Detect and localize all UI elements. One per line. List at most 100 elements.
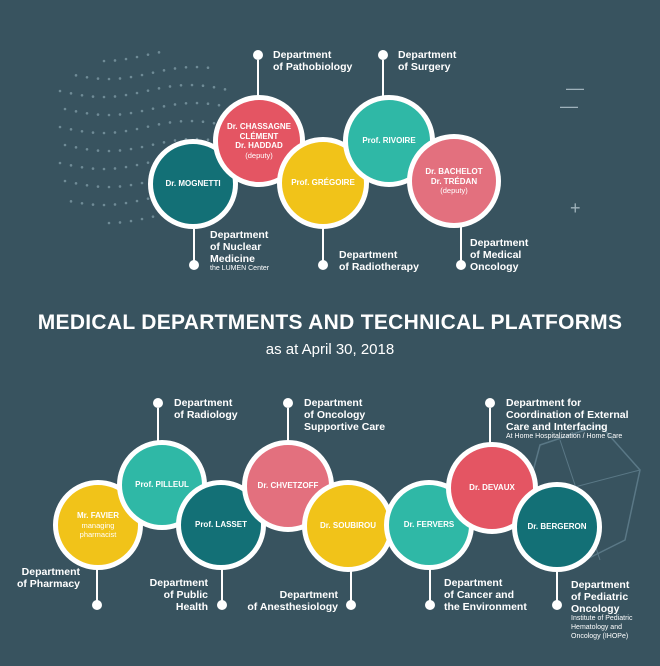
node-bergeron: Dr. BERGERON xyxy=(512,482,602,572)
decor-dot xyxy=(102,95,106,99)
decor-dot xyxy=(129,219,133,223)
dept-label-cancer-environment: Department of Cancer and the Environment xyxy=(444,577,527,614)
decor-dot xyxy=(223,88,227,91)
person-name: Dr. MOGNETTI xyxy=(165,179,221,189)
decor-dot xyxy=(91,167,95,170)
decor-dot xyxy=(63,143,67,147)
dept-label-nuclear-medicine: Department of Nuclear Medicine the LUMEN… xyxy=(210,229,270,273)
connector-line xyxy=(489,408,491,452)
decor-dot xyxy=(184,101,188,105)
decor-dot xyxy=(168,85,172,88)
connector-line xyxy=(429,566,431,606)
decor-dot xyxy=(146,53,150,56)
decor-dot xyxy=(96,113,100,116)
connector-dot xyxy=(253,50,263,60)
dept-label-pharmacy: Department of Pharmacy xyxy=(16,566,80,591)
decor-dot xyxy=(107,221,111,225)
decor-dot xyxy=(74,110,78,113)
decor-dot xyxy=(201,84,205,87)
connector-dot xyxy=(318,260,328,270)
decor-dot xyxy=(80,166,84,169)
decor-dot xyxy=(124,129,128,133)
decor-dot xyxy=(63,107,67,111)
decor-dot xyxy=(96,149,100,152)
person-name: Dr. CHASSAGNE xyxy=(226,122,291,132)
decor-dot xyxy=(107,113,111,117)
connector-dot xyxy=(346,600,356,610)
decor-dot xyxy=(113,131,117,134)
decor-dot xyxy=(69,164,73,167)
decor-dot xyxy=(80,94,84,97)
decor-dot xyxy=(91,95,95,98)
decor-dot xyxy=(118,77,122,80)
decor-dot xyxy=(151,143,155,146)
connector-line xyxy=(382,60,384,100)
dept-label-public-health: Department of Public Health xyxy=(149,577,208,614)
dept-label-anesthesiology: Department of Anesthesiology xyxy=(247,589,338,614)
decor-dot xyxy=(118,149,122,152)
decor-dot xyxy=(118,221,122,224)
decor-dot xyxy=(135,163,139,167)
connector-line xyxy=(287,408,289,450)
decor-dot xyxy=(146,161,150,164)
decor-dot xyxy=(69,200,73,203)
decor-dot xyxy=(102,131,106,135)
decor-dot xyxy=(179,119,183,123)
decor-dot xyxy=(91,131,95,134)
person-name: Dr. CHVETZOFF xyxy=(257,481,319,491)
decor-dot xyxy=(168,121,172,124)
plus-icon: + xyxy=(570,198,581,218)
decor-dot xyxy=(135,91,139,95)
decor-dot xyxy=(129,183,133,187)
decor-dot xyxy=(124,201,128,205)
connector-dot xyxy=(153,398,163,408)
decor-dot xyxy=(107,185,111,189)
decor-dot xyxy=(173,103,177,106)
dept-label-oncology-supportive-care: Department of Oncology Supportive Care xyxy=(304,397,386,434)
decor-dot xyxy=(140,217,144,221)
decor-dot xyxy=(58,89,62,93)
decor-dot xyxy=(107,77,111,81)
decor-dot xyxy=(135,127,139,131)
connector-dot xyxy=(378,50,388,60)
dept-label-external-care: Department for Coordination of External … xyxy=(506,397,629,441)
connector-line xyxy=(221,565,223,605)
decor-dot xyxy=(217,103,221,107)
connector-line xyxy=(157,408,159,452)
person-name: CLÉMENT xyxy=(239,131,279,141)
decor-dot xyxy=(190,83,194,87)
dept-label-medical-oncology: Department of Medical Oncology xyxy=(470,237,529,274)
decor-dot xyxy=(162,105,166,108)
decor-dot xyxy=(102,167,106,171)
decor-dot xyxy=(140,109,144,113)
decor-dot xyxy=(129,111,133,115)
decor-dot xyxy=(140,73,144,77)
person-role: managing xyxy=(81,520,115,530)
person-name: Dr. DEVAUX xyxy=(469,483,515,493)
person-role: pharmacist xyxy=(79,529,117,539)
decor-dot xyxy=(212,85,216,89)
connector-line xyxy=(193,215,195,263)
person-role: (deputy) xyxy=(440,186,468,196)
decor-dot xyxy=(206,66,210,69)
connector-dot xyxy=(283,398,293,408)
decor-dot xyxy=(85,112,89,115)
person-name: Dr. TRÉDAN xyxy=(430,176,478,186)
person-name: Prof. RIVOIRE xyxy=(362,136,416,146)
node-bachelot: Dr. BACHELOT Dr. TRÉDAN (deputy) xyxy=(407,134,501,228)
decor-dot xyxy=(118,113,122,116)
decor-dot xyxy=(113,95,117,98)
connector-dot xyxy=(552,600,562,610)
decor-dot xyxy=(129,75,133,79)
decor-dot xyxy=(129,147,133,151)
decor-dot xyxy=(74,182,78,185)
dept-label-pediatric-oncology: Department of Pediatric Oncology Institu… xyxy=(571,579,633,640)
decor-dot xyxy=(63,179,67,183)
decor-dot xyxy=(124,93,128,97)
decor-dot xyxy=(96,77,100,80)
decor-dot xyxy=(58,161,62,165)
person-name: Prof. PILLEUL xyxy=(135,480,189,490)
decor-dot xyxy=(91,203,95,206)
connector-dot xyxy=(485,398,495,408)
connector-line xyxy=(350,568,352,605)
